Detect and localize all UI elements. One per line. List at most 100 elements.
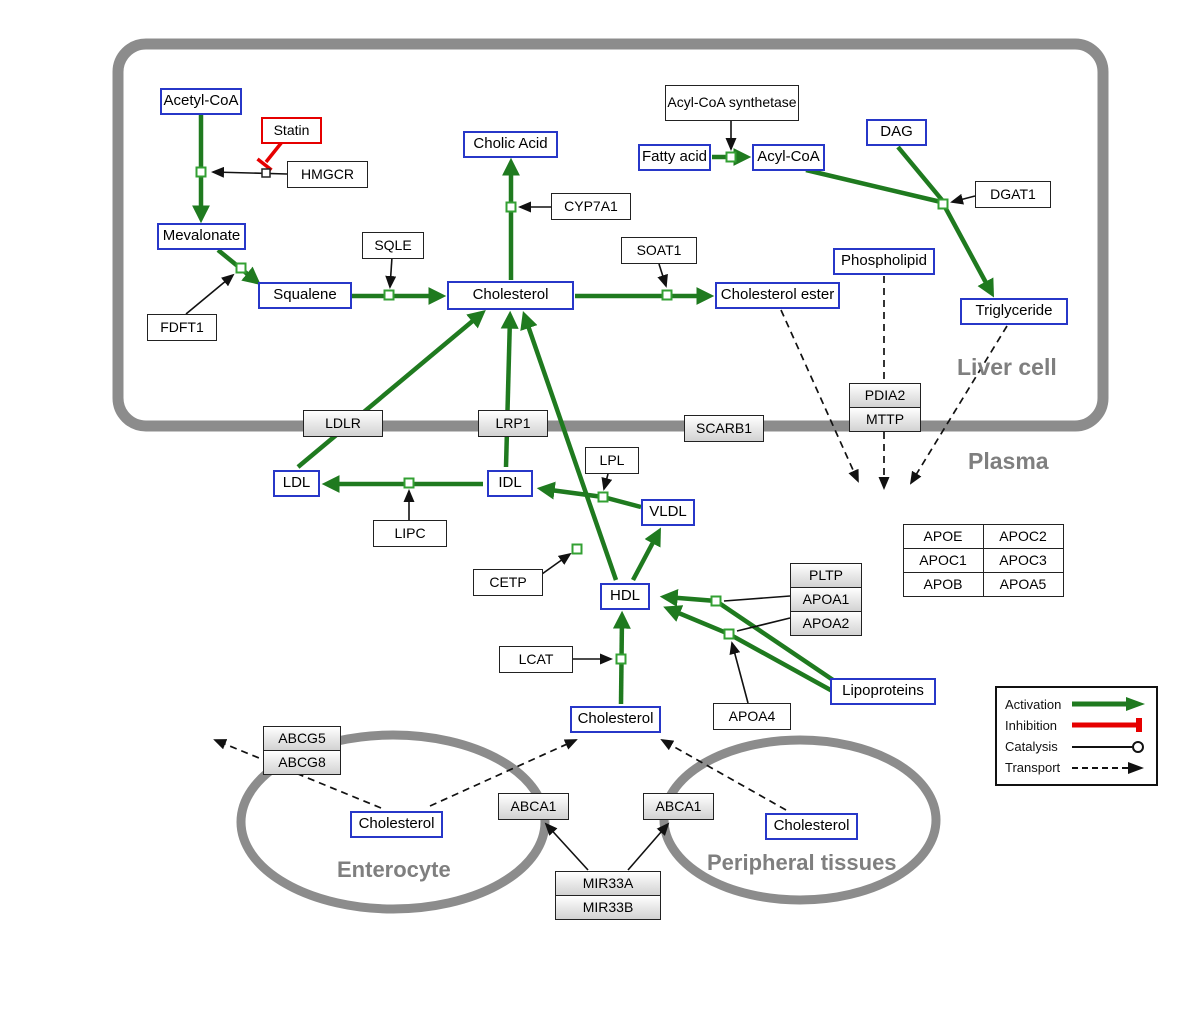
node-fdft1[interactable]: FDFT1 [147,314,217,341]
node-lpl[interactable]: LPL [585,447,639,474]
legend: Activation Inhibition Catalysis Transpor… [995,686,1158,786]
node-scarb1[interactable]: SCARB1 [684,415,764,442]
junction-lipc [403,477,415,489]
node-soat1[interactable]: SOAT1 [621,237,697,264]
node-pdia2[interactable]: PDIA2 [849,383,921,408]
edge-enterocyte-cholesterol-efflux [429,739,578,807]
node-apoa2[interactable]: APOA2 [790,611,862,636]
legend-transport-label: Transport [1005,760,1061,776]
node-acetyl-coa[interactable]: Acetyl-CoA [160,88,242,115]
edge-apostack-upper-junction [723,595,791,602]
junction-acylcoa-synthetase [725,151,737,163]
node-lipc[interactable]: LIPC [373,520,447,547]
node-apoe[interactable]: APOE [902,523,984,549]
edge-sqle-catalysis [385,256,397,289]
node-ldl[interactable]: LDL [273,470,320,497]
edge-dag-junction [896,145,944,202]
node-hdl[interactable]: HDL [600,583,650,610]
node-lipoproteins[interactable]: Lipoproteins [830,678,936,705]
node-apoa1[interactable]: APOA1 [790,587,862,612]
inhibition-tbar-glyph [1072,718,1142,733]
node-dag[interactable]: DAG [866,119,927,146]
node-vldl[interactable]: VLDL [641,499,695,526]
node-idl[interactable]: IDL [487,470,533,497]
node-acyl-coa-synthetase[interactable]: Acyl-CoA synthetase [665,85,799,121]
edge-apostack-lower-junction [736,617,791,632]
node-hmgcr[interactable]: HMGCR [287,161,368,188]
edge-apoa4-junction [729,641,749,704]
peripheral-tissues-label: Peripheral tissues [707,850,897,875]
edge-mir33-abca1-peripheral [627,822,670,871]
node-acyl-coa[interactable]: Acyl-CoA [752,144,825,171]
node-sqle[interactable]: SQLE [362,232,424,259]
node-mir33b[interactable]: MIR33B [555,895,661,920]
node-ldlr[interactable]: LDLR [303,410,383,437]
enterocyte-label: Enterocyte [337,857,451,882]
junction-sqle [383,289,395,301]
junction-cetp [571,543,583,555]
junction-lpl [597,491,609,503]
node-statin[interactable]: Statin [261,117,322,144]
node-apoc2[interactable]: APOC2 [982,523,1064,549]
node-abca1-enterocyte[interactable]: ABCA1 [498,793,569,820]
liver-cell-membrane [112,38,1109,432]
node-lcat[interactable]: LCAT [499,646,573,673]
node-squalene[interactable]: Squalene [258,282,352,309]
junction-apoa-lower [723,628,735,640]
enterocyte-membrane [236,730,550,914]
node-cholesterol-peripheral[interactable]: Cholesterol [765,813,858,840]
edge-fdft1-catalysis [185,273,235,315]
node-mir33a[interactable]: MIR33A [555,871,661,896]
edge-ldl-cholesterol-via-ldlr [296,309,486,469]
legend-row-transport: Transport [1005,758,1148,778]
catalysis-circle-glyph [1072,740,1144,753]
junction-apoa-upper [710,595,722,607]
plasma-label: Plasma [968,448,1049,474]
node-apoc1[interactable]: APOC1 [902,547,984,573]
node-fatty-acid[interactable]: Fatty acid [638,144,711,171]
edge-hdl-vldl [631,527,661,582]
junction-fdft1 [235,262,247,274]
node-triglyceride[interactable]: Triglyceride [960,298,1068,325]
statin-inhibition-tbar [256,157,273,172]
node-lrp1[interactable]: LRP1 [478,410,548,437]
node-phospholipid[interactable]: Phospholipid [833,248,935,275]
node-abcg5[interactable]: ABCG5 [263,726,341,751]
edge-acylcoa-junction [805,167,942,205]
node-cholic-acid[interactable]: Cholic Acid [463,131,558,158]
node-mevalonate[interactable]: Mevalonate [157,223,246,250]
node-abcg8[interactable]: ABCG8 [263,750,341,775]
node-cholesterol-ester[interactable]: Cholesterol ester [715,282,840,309]
node-dgat1[interactable]: DGAT1 [975,181,1051,208]
edge-mir33-abca1-enterocyte [544,822,589,871]
node-apoa4[interactable]: APOA4 [713,703,791,730]
node-cholesterol-liver[interactable]: Cholesterol [447,281,574,310]
node-pltp[interactable]: PLTP [790,563,862,588]
node-mttp[interactable]: MTTP [849,407,921,432]
junction-lcat [615,653,627,665]
legend-catalysis-label: Catalysis [1005,739,1058,755]
liver-cell-label: Liver cell [957,354,1057,380]
legend-row-activation: Activation [1005,694,1148,714]
hmgcr-anchor-node [261,168,271,178]
node-apoc3[interactable]: APOC3 [982,547,1064,573]
edge-junction-triglyceride [943,205,994,298]
legend-inhibition-label: Inhibition [1005,717,1058,733]
edge-statin-inhibition [264,140,284,164]
node-cholesterol-plasma[interactable]: Cholesterol [570,706,661,733]
node-apoa5[interactable]: APOA5 [982,571,1064,597]
node-cetp[interactable]: CETP [473,569,543,596]
node-apob[interactable]: APOB [902,571,984,597]
junction-soat1 [661,289,673,301]
node-cholesterol-enterocyte[interactable]: Cholesterol [350,811,443,838]
node-cyp7a1[interactable]: CYP7A1 [551,193,631,220]
edge-cholesterolester-plasma-transport [780,309,859,483]
legend-activation-label: Activation [1005,696,1062,712]
apolipoprotein-table: APOE APOC2 APOC1 APOC3 APOB APOA5 [902,523,1064,597]
legend-row-inhibition: Inhibition [1005,715,1148,735]
node-abca1-peripheral[interactable]: ABCA1 [643,793,714,820]
edge-idl-cholesterol-via-lrp1 [500,310,519,468]
edge-soat1-catalysis [657,263,668,288]
activation-arrow-glyph [1072,697,1145,711]
